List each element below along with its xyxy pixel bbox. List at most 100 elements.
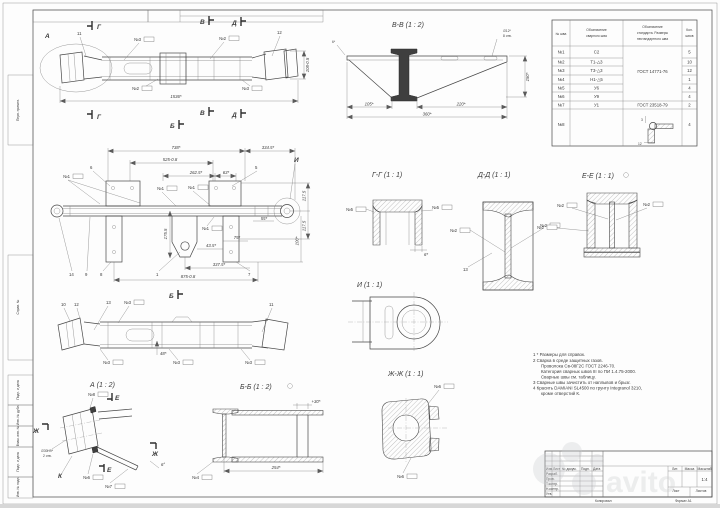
svg-text:№6: №6 <box>558 94 566 99</box>
dim: 55* <box>261 216 268 221</box>
weld-callout-3: №3 <box>240 348 266 365</box>
section-mark-v: В <box>200 110 205 117</box>
weld-callout-3: №3 <box>99 348 124 365</box>
svg-text:Н1-△5: Н1-△5 <box>590 77 603 82</box>
watermark: avito <box>533 442 676 499</box>
view-plan: 738* 334.5* 525-0.8 262.5* 63* 175.5 43.… <box>50 145 311 283</box>
weld-callout-2: №2 <box>450 227 506 253</box>
view-title: В-В (1 : 2) <box>392 22 424 29</box>
svg-text:№1: №1 <box>558 50 566 55</box>
view-section-vv: В-В (1 : 2) ∅12* 8 отв. 6* 105* 220* 360… <box>332 22 530 120</box>
section-mark-zh: Ж <box>151 451 159 458</box>
svg-text:№5: №5 <box>558 86 566 91</box>
view-section-dd: Д-Д (1 : 1) №2 №2 13 <box>450 172 561 291</box>
section-mark-d: Д <box>231 20 237 27</box>
view-section-jj: Ж-Ж (1 : 1) №6 №6 <box>381 371 455 479</box>
svg-text:№1: №1 <box>157 186 165 191</box>
svg-text:Т1-△3: Т1-△3 <box>590 60 603 65</box>
tb-podp: Подп. <box>581 467 590 471</box>
margin-label: Инв. № дубл. <box>16 405 20 425</box>
tb-scale-value: 1:4 <box>702 477 709 482</box>
view-section-bb: Б-Б (1 : 2) +30* 254* №4 <box>192 383 324 480</box>
svg-text:№6: №6 <box>83 475 91 480</box>
view-bottom: Б 10 12 13 11 №3 №3 №3 №3 48* <box>57 290 289 365</box>
weld-callout-3: №3 <box>241 79 263 91</box>
svg-text:№7: №7 <box>558 103 566 108</box>
view-title: Б-Б (1 : 2) <box>240 384 272 391</box>
watermark-text: avito <box>606 466 676 499</box>
table-standard-merged: ГОСТ 14771-76 <box>637 69 668 74</box>
tb-date: Дата <box>593 467 600 471</box>
svg-text:10: 10 <box>687 60 692 65</box>
left-margin-fields: Перв. примен. Справ. № Подп. и дата Инв.… <box>7 74 34 499</box>
weld-callout-5: №5 <box>420 204 453 212</box>
detail-i-label: И <box>294 157 299 164</box>
margin-label: Перв. примен. <box>16 99 20 121</box>
note-line: 4 Красить DAMIANI SL4500 по грунту Integ… <box>533 386 642 391</box>
svg-text:№7: №7 <box>105 484 113 489</box>
table-header: № шва <box>556 32 567 36</box>
dim-length: 1536* <box>170 94 182 99</box>
svg-text:№3: №3 <box>173 360 181 365</box>
weld-callout-3: №3 <box>168 348 194 365</box>
table-header: стандарта. Размеры <box>637 31 669 35</box>
dim-angle: 6° <box>161 462 165 467</box>
weld-callout-2: №2 <box>615 201 664 221</box>
dim: 43.5* <box>206 243 216 248</box>
view-title: А (1 : 2) <box>89 382 115 389</box>
table-header: нестандартного шва <box>637 37 668 41</box>
dim: 75* <box>234 235 241 240</box>
svg-text:У9: У9 <box>594 94 600 99</box>
part-label-12: 12 <box>277 30 282 35</box>
svg-text:№2: №2 <box>219 36 227 41</box>
weld-callout-2: №2 <box>209 35 240 60</box>
svg-text:№3: №3 <box>103 360 111 365</box>
svg-text:№2: №2 <box>558 60 566 65</box>
weld-joint-sketch: 3 12 <box>638 116 674 146</box>
part-label-6: 6 <box>90 165 93 170</box>
svg-text:№2: №2 <box>132 86 140 91</box>
title-block: Изм. Лист № докум. Подп. Дата Разраб. Пр… <box>544 450 713 498</box>
dim-6: 6* <box>332 40 336 44</box>
dim-105: 105* <box>365 102 374 107</box>
ibeam-section <box>390 48 418 102</box>
svg-text:№5: №5 <box>346 207 354 212</box>
kopiroval-label: Копировал <box>595 499 612 503</box>
part-label-1: 1 <box>156 272 159 277</box>
table-header: Обозначение <box>642 25 663 29</box>
section-mark-e: Е <box>107 467 112 474</box>
view-title: Е-Е (1 : 1) <box>582 173 614 180</box>
margin-label: Подп. и дата <box>16 452 20 472</box>
section-mark-b: Б <box>170 123 175 130</box>
svg-text:У1: У1 <box>594 103 600 108</box>
tb-massa: Масса <box>685 467 695 471</box>
part-label-9: 9 <box>85 272 88 277</box>
svg-text:№2: №2 <box>537 225 545 230</box>
note-line: 2 Сварка в среде защитных газов. <box>533 358 603 363</box>
part-label-10: 10 <box>61 302 66 307</box>
dim-30: +30* <box>312 399 321 404</box>
section-mark-zh: Ж <box>32 428 40 435</box>
svg-text:№1: №1 <box>188 185 196 190</box>
margin-label: Взам. инв. № <box>16 425 20 446</box>
table-header: Обозначение <box>586 28 607 32</box>
dim-holes-qty: 8 отв. <box>503 34 512 38</box>
margin-label: Инв. № подл. <box>16 477 20 498</box>
weld-callout-8: №8 <box>88 391 109 409</box>
table-row: №2 Т1-△3 10 <box>558 60 693 65</box>
hole-label-k: К <box>58 473 63 480</box>
tb-sheets: Листов <box>696 489 707 493</box>
svg-text:№2: №2 <box>643 202 651 207</box>
dim-hole-qty: 2 отв. <box>43 454 52 458</box>
svg-text:5: 5 <box>688 50 691 55</box>
svg-text:№2: №2 <box>450 228 458 233</box>
svg-text:12: 12 <box>687 68 692 73</box>
svg-text:4: 4 <box>688 122 691 127</box>
dim: 334.5* <box>262 145 275 150</box>
sketch-dim-3: 3 <box>641 118 643 122</box>
